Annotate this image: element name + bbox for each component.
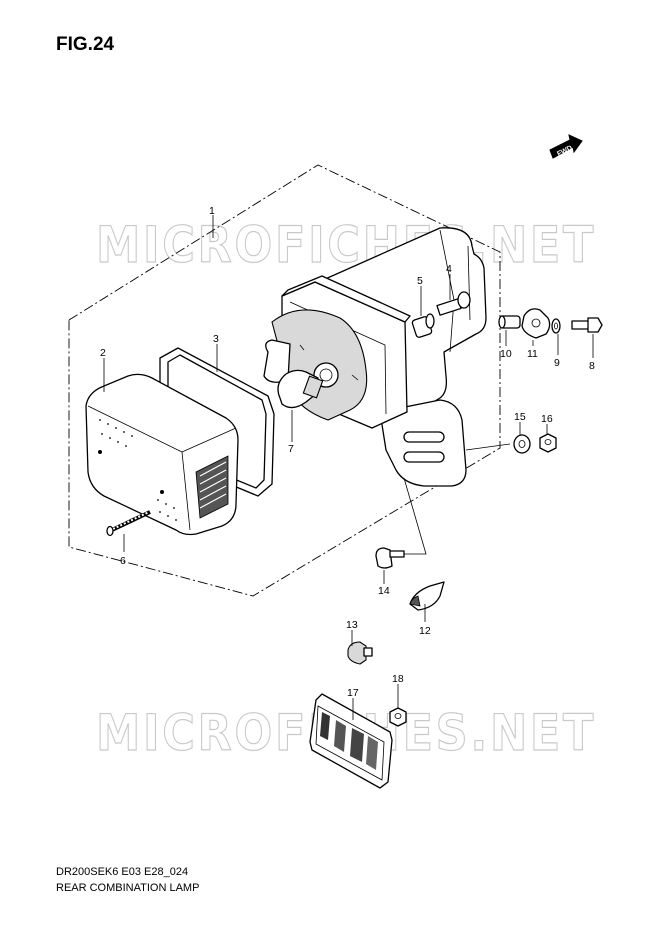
callout-18: 18 — [392, 673, 404, 685]
callout-2: 2 — [100, 347, 106, 359]
callout-9: 9 — [554, 357, 560, 369]
watermark-top: MICROFICHES.NET — [96, 216, 596, 274]
callout-8: 8 — [589, 360, 595, 372]
callout-1: 1 — [209, 205, 215, 217]
callout-12: 12 — [419, 625, 431, 637]
collar-5 — [411, 313, 435, 338]
assembly-outline — [68, 164, 501, 597]
lens-screw — [106, 510, 151, 537]
callout-17: 17 — [347, 687, 359, 699]
grommet-11 — [521, 308, 551, 339]
callout-13: 13 — [346, 619, 358, 631]
callout-6: 6 — [120, 555, 126, 567]
nut-18 — [389, 707, 407, 727]
bulb — [277, 369, 324, 409]
lens — [85, 373, 239, 536]
diagram-name: REAR COMBINATION LAMP — [56, 882, 200, 894]
bolt-14 — [375, 547, 405, 569]
callout-15: 15 — [514, 411, 526, 423]
washer-9 — [551, 318, 561, 334]
bolt-8 — [571, 317, 603, 333]
callout-5: 5 — [417, 275, 423, 287]
callout-4: 4 — [446, 263, 452, 275]
plug-13 — [347, 641, 373, 665]
washer-15 — [513, 434, 531, 454]
cushion-12 — [409, 581, 445, 611]
callout-14: 14 — [378, 585, 390, 597]
nut-16 — [539, 433, 557, 453]
callout-11: 11 — [527, 348, 538, 360]
callout-10: 10 — [500, 348, 512, 360]
callout-7: 7 — [288, 443, 294, 455]
figure-title: FIG.24 — [56, 34, 115, 55]
callout-16: 16 — [541, 413, 553, 425]
bolt-4 — [436, 291, 471, 316]
fwd-arrow-icon: FWD — [549, 134, 583, 159]
diagram-code: DR200SEK6 E03 E28_024 — [56, 866, 189, 878]
collar-10 — [498, 315, 521, 329]
leader-lines — [103, 215, 594, 720]
reflector-17 — [309, 693, 393, 789]
callouts: 1 2 3 4 5 6 7 8 9 10 11 12 13 14 15 16 1… — [100, 205, 595, 699]
callout-3: 3 — [213, 333, 219, 345]
